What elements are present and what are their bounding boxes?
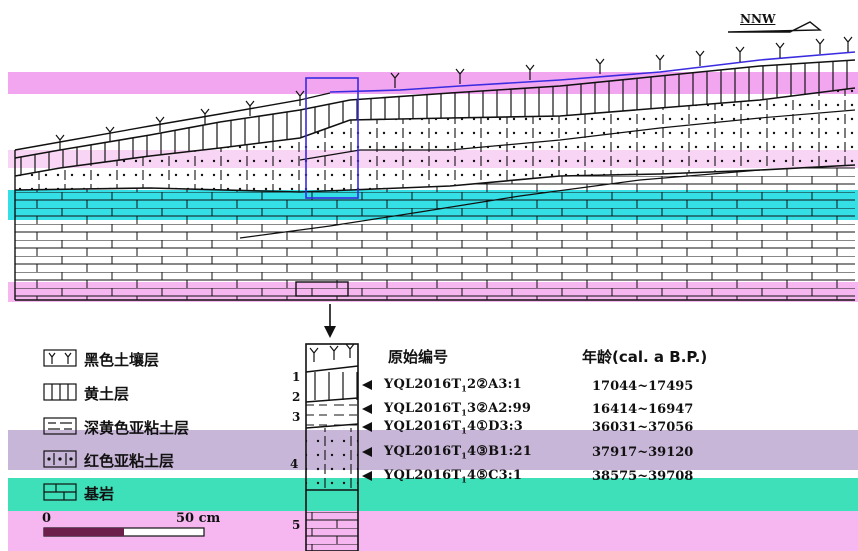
sample-row-5: YQL2016T14⑤C3:1 — [384, 468, 523, 485]
bedrock-slope-line — [239, 169, 761, 239]
blue-soil-boundary — [329, 51, 856, 93]
trench-box-top — [305, 77, 359, 199]
sample-row-4: YQL2016T14③B1:21 — [384, 444, 533, 461]
trench-box-bottom — [295, 281, 349, 297]
teal-band — [8, 478, 858, 511]
dark-yellow-clay-icon — [43, 417, 77, 435]
column-layer-4: 4 — [290, 457, 299, 471]
grass-markers — [55, 36, 853, 150]
purple-band — [8, 430, 858, 470]
ground-surface-line — [14, 59, 856, 159]
scale-end-label: 50 cm — [176, 511, 221, 526]
bedrock-layer-fill — [15, 165, 855, 300]
loess-icon — [43, 383, 77, 401]
black-soil-icon — [43, 349, 77, 367]
sample-arrows — [362, 380, 372, 481]
sample-row-1: YQL2016T12②A3:1 — [384, 377, 522, 394]
sample-row-2: YQL2016T13②A2:99 — [384, 401, 532, 418]
age-row-4: 37917~39120 — [592, 445, 694, 460]
red-clay-icon — [43, 450, 77, 468]
column-layer-5: 5 — [292, 518, 301, 532]
red-clay-layer-fill — [15, 88, 855, 192]
legend-label-red-clay: 红色亚粘土层 — [84, 452, 175, 470]
column-layer-2: 2 — [292, 390, 301, 404]
age-row-3: 36031~37056 — [592, 420, 694, 435]
legend-label-bedrock: 基岩 — [84, 485, 115, 503]
legend-label-black-soil: 黑色土壤层 — [84, 351, 160, 369]
soil-top-line — [14, 92, 331, 151]
legend-label-dark-yellow-clay: 深黄色亚粘土层 — [84, 419, 190, 437]
sample-row-3: YQL2016T14①D3:3 — [384, 419, 524, 436]
header-sample-id: 原始编号 — [388, 348, 449, 366]
loess-base-line — [14, 87, 856, 177]
direction-arrow — [727, 21, 822, 33]
column-layer-1: 1 — [292, 370, 301, 384]
scale-start-label: 0 — [42, 511, 52, 526]
age-row-1: 17044~17495 — [592, 379, 694, 394]
direction-label: NNW — [740, 12, 776, 26]
age-row-2: 16414~16947 — [592, 402, 694, 417]
red-clay-base-line — [14, 164, 856, 193]
bedrock-icon — [43, 483, 77, 501]
legend-label-loess: 黄土层 — [84, 385, 130, 403]
age-row-5: 38575~39708 — [592, 469, 694, 484]
dark-yellow-clay-line — [299, 109, 856, 161]
strat-column — [305, 343, 359, 551]
header-age: 年龄(cal. a B.P.) — [582, 348, 708, 366]
scale-bar — [43, 527, 205, 537]
pointer-arrowhead — [324, 326, 336, 338]
column-layer-3: 3 — [292, 410, 301, 424]
